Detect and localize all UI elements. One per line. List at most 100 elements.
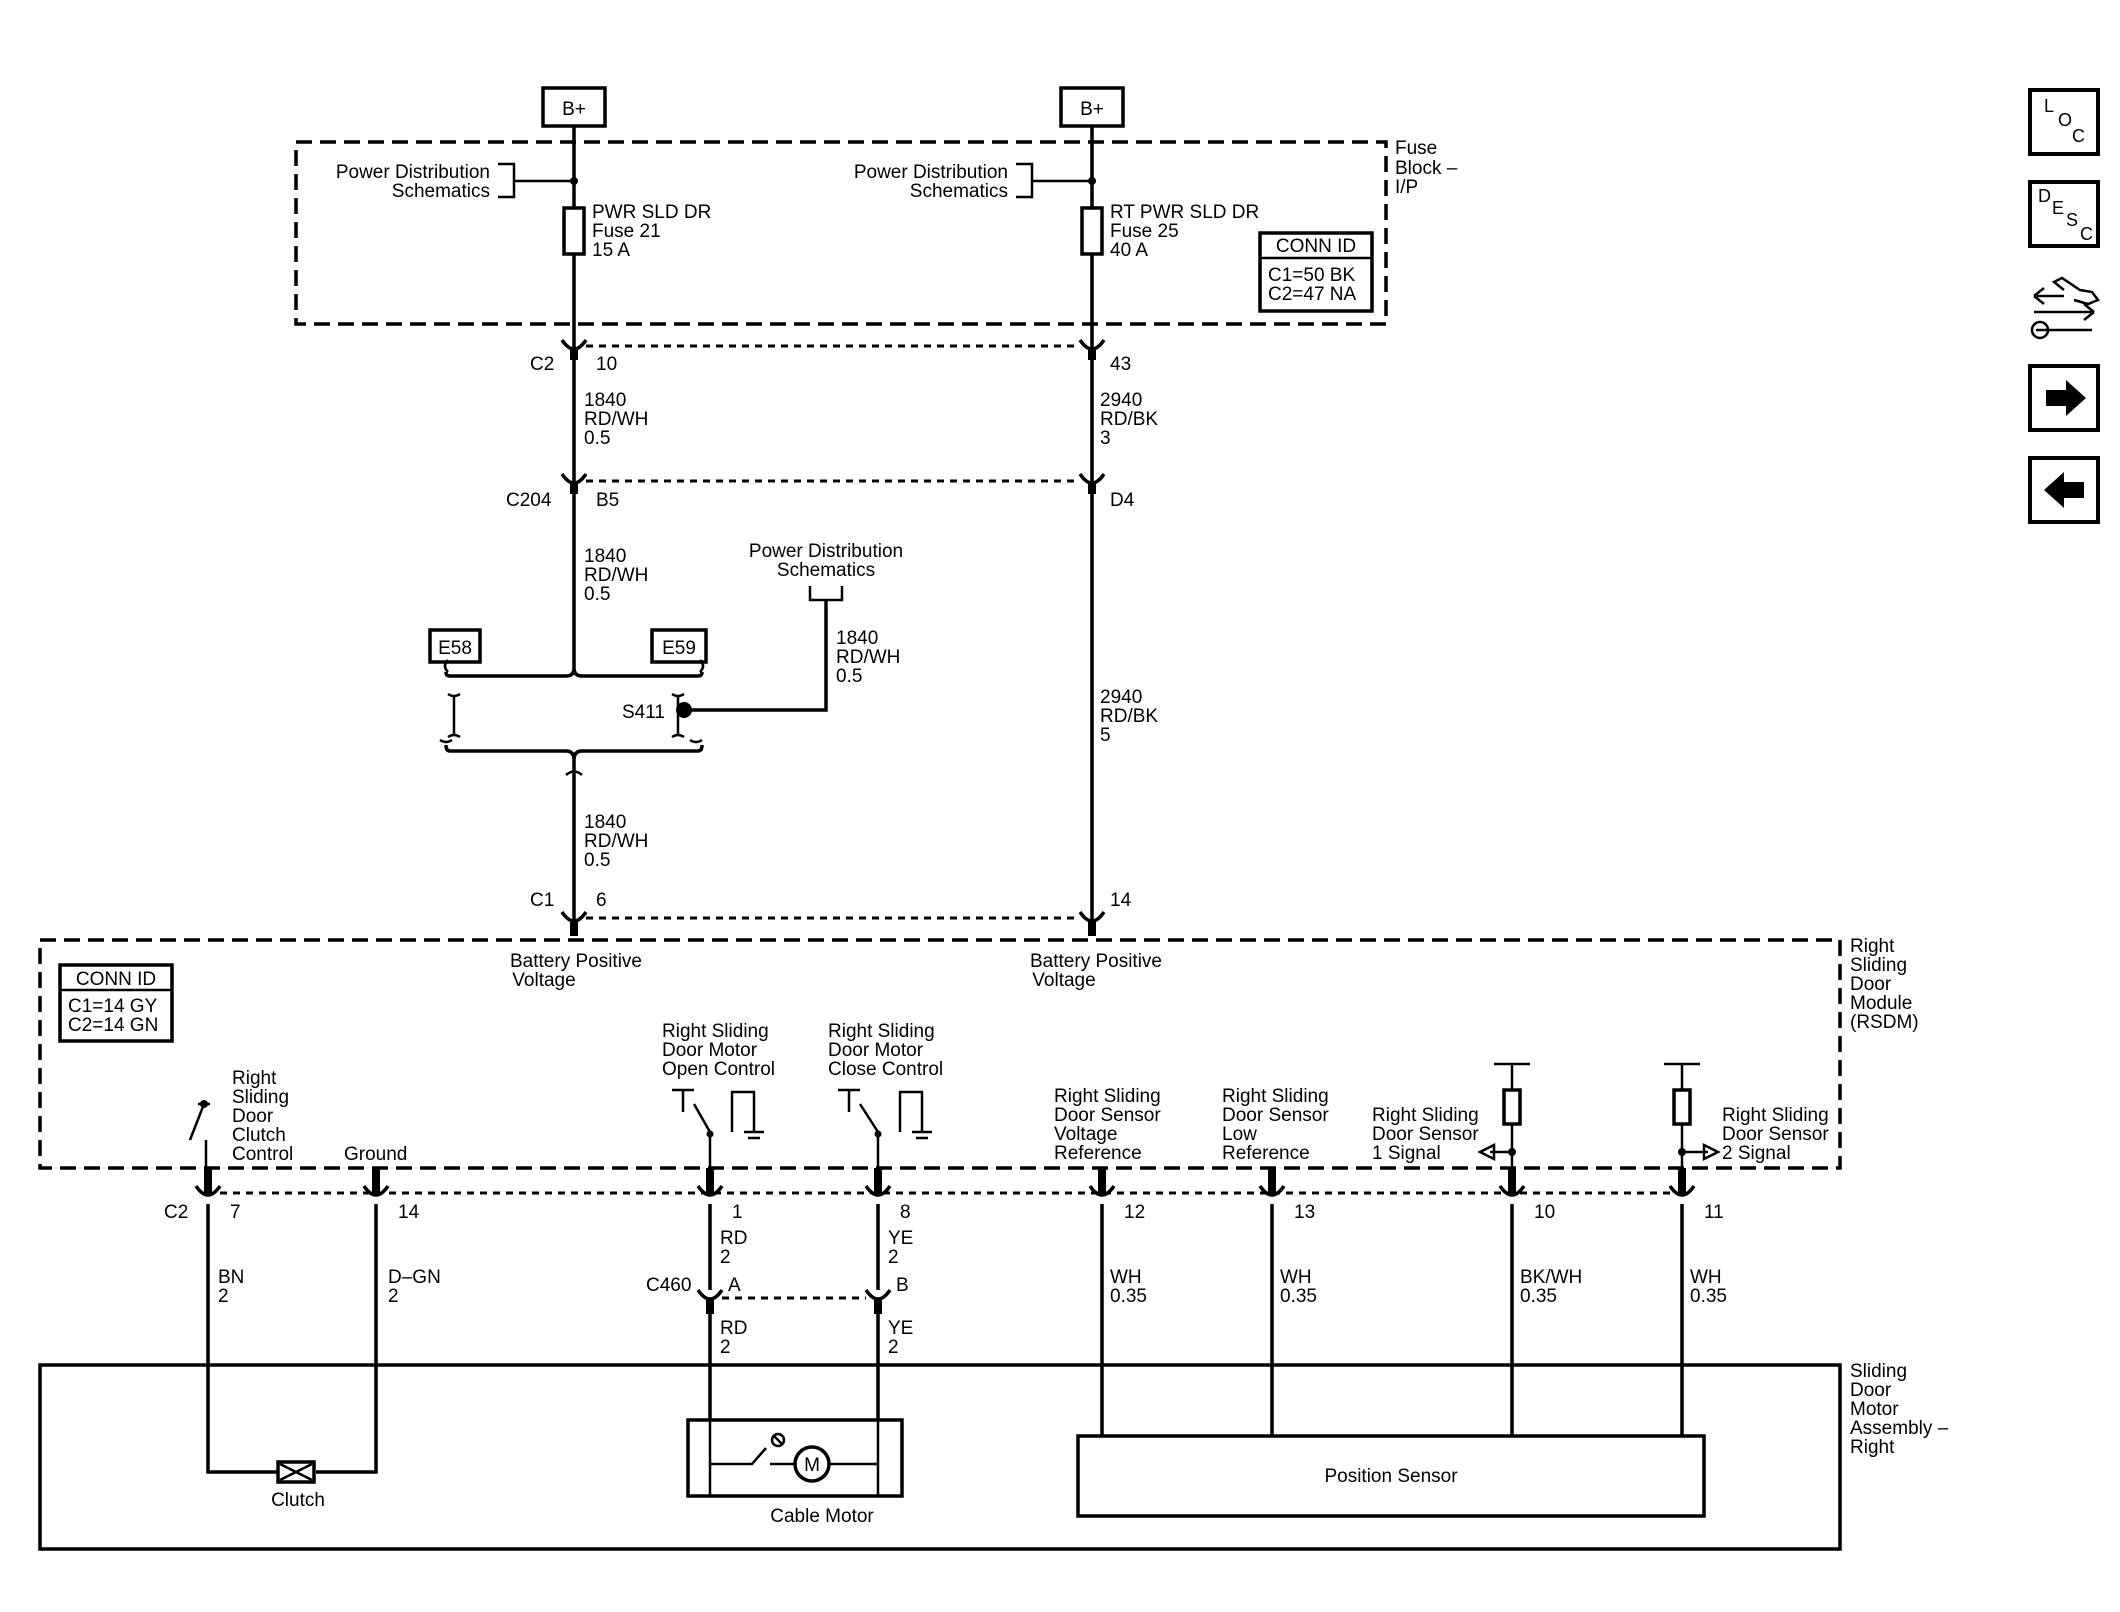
c2-pin-terminal	[1098, 1168, 1106, 1194]
svg-text:2: 2	[888, 1337, 899, 1358]
bottom-wire-labels: BN 2 D–GN 2 RD 2 YE 2 RD 2 YE 2 WH 0.35 …	[218, 1228, 1727, 1358]
c2-pin-socket	[1258, 1184, 1286, 1197]
svg-text:1840: 1840	[584, 812, 626, 833]
svg-text:Fuse 21: Fuse 21	[592, 221, 661, 242]
svg-text:C460: C460	[646, 1275, 691, 1296]
svg-text:Clutch: Clutch	[232, 1125, 286, 1146]
svg-text:Module: Module	[1850, 993, 1912, 1014]
splice-s411: S411	[622, 600, 828, 723]
b-plus-left: B+	[541, 86, 607, 128]
svg-text:5: 5	[1100, 725, 1111, 746]
svg-text:Voltage: Voltage	[1032, 970, 1095, 991]
fuse-block-conn-id: CONN ID C1=50 BK C2=47 NA	[1258, 231, 1374, 313]
loc-letter-l: L	[2044, 96, 2054, 116]
svg-text:B+: B+	[562, 99, 586, 120]
fuse-block-boundary	[294, 140, 1388, 326]
svg-text:Motor: Motor	[1850, 1399, 1899, 1420]
c2-pin-socket	[1668, 1184, 1696, 1197]
svg-text:2: 2	[720, 1337, 731, 1358]
svg-text:BK/WH: BK/WH	[1520, 1267, 1582, 1288]
desc-letter-e: E	[2052, 198, 2064, 218]
svg-text:Right Sliding: Right Sliding	[1054, 1086, 1161, 1107]
svg-text:RD/WH: RD/WH	[584, 565, 648, 586]
c2-pin-number: 14	[398, 1202, 420, 1223]
svg-text:Reference: Reference	[1222, 1143, 1310, 1164]
svg-text:Door Motor: Door Motor	[662, 1040, 758, 1061]
desc-letter-s: S	[2066, 210, 2078, 230]
svg-text:Right Sliding: Right Sliding	[662, 1021, 769, 1042]
pds-ref-mid: Power Distribution Schematics	[749, 541, 903, 602]
svg-text:Right Sliding: Right Sliding	[1722, 1105, 1829, 1126]
svg-text:Low: Low	[1222, 1124, 1257, 1145]
svg-text:Cable Motor: Cable Motor	[770, 1506, 874, 1527]
svg-text:C1=14 GY: C1=14 GY	[68, 996, 158, 1017]
wire-label-4: 1840 RD/WH 0.5	[836, 628, 900, 687]
svg-text:C2=47 NA: C2=47 NA	[1268, 284, 1357, 305]
svg-text:Power Distribution: Power Distribution	[336, 162, 490, 183]
rsdm-boundary	[38, 938, 1842, 1170]
svg-text:Power Distribution: Power Distribution	[749, 541, 903, 562]
svg-text:2 Signal: 2 Signal	[1722, 1143, 1791, 1164]
c2-pin-socket	[362, 1184, 390, 1197]
svg-text:0.5: 0.5	[836, 666, 862, 687]
svg-text:Voltage: Voltage	[1054, 1124, 1117, 1145]
c2-pin-number: 8	[900, 1202, 911, 1223]
battery-positive-right: Battery Positive Voltage	[1030, 951, 1162, 991]
c2-pin-socket	[864, 1184, 892, 1197]
c2-pin-number: 1	[732, 1202, 743, 1223]
svg-text:D4: D4	[1110, 490, 1135, 511]
svg-text:Sliding: Sliding	[1850, 955, 1907, 976]
ground-label: Ground	[344, 1144, 407, 1165]
svg-text:C1: C1	[530, 890, 554, 911]
svg-text:Sliding: Sliding	[232, 1087, 289, 1108]
svg-text:1840: 1840	[584, 546, 626, 567]
svg-text:Battery Positive: Battery Positive	[1030, 951, 1162, 972]
svg-text:RD/WH: RD/WH	[584, 409, 648, 430]
svg-text:Close Control: Close Control	[828, 1059, 943, 1080]
c2-pin-terminal	[372, 1168, 380, 1194]
c2-pin-socket	[194, 1184, 222, 1197]
cable-motor: M Cable Motor	[686, 1314, 904, 1527]
svg-text:Door: Door	[1850, 974, 1892, 995]
svg-text:RT PWR SLD DR: RT PWR SLD DR	[1110, 202, 1259, 223]
svg-text:YE: YE	[888, 1228, 913, 1249]
c2-pin-terminal	[1268, 1168, 1276, 1194]
svg-text:RD/BK: RD/BK	[1100, 409, 1158, 430]
svg-text:RD: RD	[720, 1318, 747, 1339]
sensor-1-signal-label: Right Sliding Door Sensor 1 Signal	[1372, 1062, 1530, 1172]
motor-assembly-name: Sliding Door Motor Assembly – Right	[1850, 1361, 1949, 1458]
svg-text:S411: S411	[622, 702, 665, 723]
svg-text:Door Sensor: Door Sensor	[1222, 1105, 1329, 1126]
svg-text:Sliding: Sliding	[1850, 1361, 1907, 1382]
arrow-left-icon	[2044, 472, 2084, 508]
connector-c2-bottom: C2	[164, 1191, 1670, 1223]
loc-button[interactable]: L O C	[2028, 88, 2100, 156]
svg-text:Block –: Block –	[1395, 158, 1458, 179]
svg-text:CONN ID: CONN ID	[76, 969, 156, 990]
fuse-25: RT PWR SLD DR Fuse 25 40 A	[1080, 202, 1259, 261]
svg-text:0.35: 0.35	[1690, 1286, 1727, 1307]
svg-text:Clutch: Clutch	[271, 1490, 325, 1511]
c2-pin-terminal	[1508, 1168, 1516, 1194]
desc-button[interactable]: D E S C	[2028, 180, 2100, 248]
svg-text:B5: B5	[596, 490, 619, 511]
b-plus-right: B+	[1059, 86, 1125, 128]
svg-text:Fuse: Fuse	[1395, 138, 1437, 159]
c2-pin-number: 7	[230, 1202, 241, 1223]
prev-page-button[interactable]	[2028, 456, 2100, 524]
position-sensor: Position Sensor	[1076, 1434, 1706, 1518]
next-page-button[interactable]	[2028, 364, 2100, 432]
svg-text:Voltage: Voltage	[512, 970, 575, 991]
svg-text:Door Motor: Door Motor	[828, 1040, 924, 1061]
rsdm-conn-id: CONN ID C1=14 GY C2=14 GN	[58, 963, 174, 1043]
svg-text:40 A: 40 A	[1110, 240, 1148, 261]
svg-text:E59: E59	[662, 638, 696, 659]
repair-tools-icon[interactable]	[2030, 276, 2100, 340]
clutch-coil: Clutch	[206, 1204, 378, 1511]
c2-pin-number: 10	[1534, 1202, 1555, 1223]
svg-text:Right: Right	[232, 1068, 277, 1089]
svg-text:Right Sliding: Right Sliding	[1222, 1086, 1329, 1107]
svg-text:RD/BK: RD/BK	[1100, 706, 1158, 727]
svg-text:43: 43	[1110, 354, 1131, 375]
